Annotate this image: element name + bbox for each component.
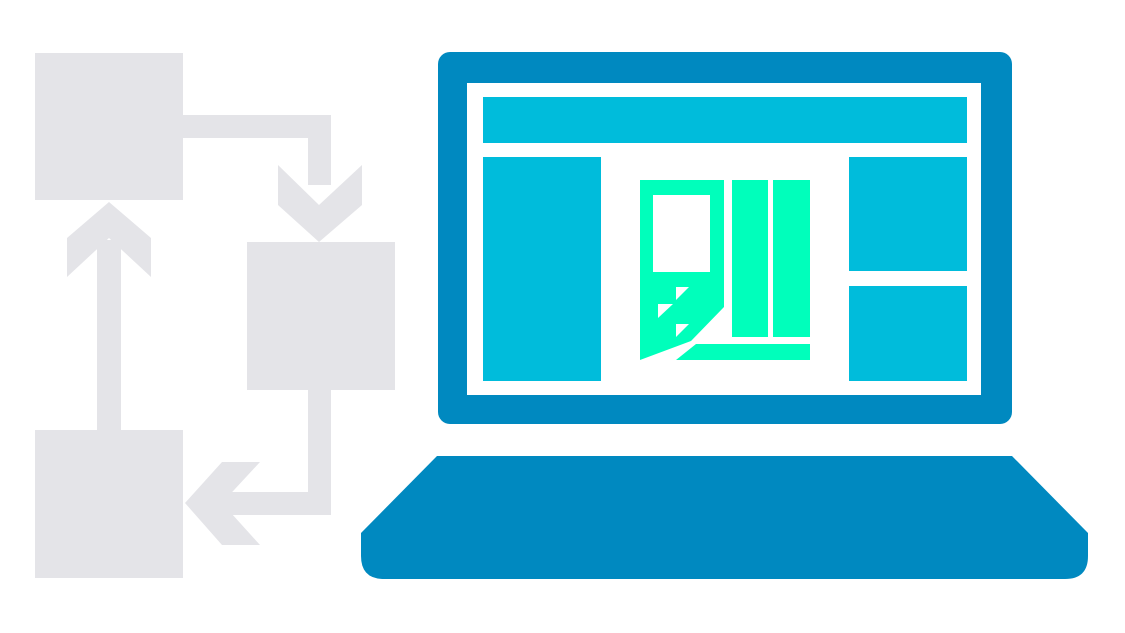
flowchart-connector-down [308,115,331,185]
flowchart-connector-top [183,115,331,138]
cabinet-pattern-c [676,324,689,337]
screen-header-bar [483,97,967,143]
cabinet-base [676,344,810,360]
laptop-icon [361,52,1088,579]
arrow-up-icon [67,202,151,277]
cabinet-drawing-icon [640,180,810,360]
flowchart-icon [35,53,395,578]
laptop-base [361,456,1088,579]
cabinet-window [653,195,710,272]
arrow-left-icon [185,462,260,545]
screen-right-panel-top [849,157,967,271]
cabinet-pattern-a [676,287,689,300]
cabinet-pattern-b [658,304,673,318]
flowchart-connector-bottom [222,492,331,515]
screen-right-panel-bottom [849,286,967,381]
flowchart-box-middle [247,242,395,390]
flowchart-box-top [35,53,183,200]
cabinet-panel-middle [732,180,768,337]
flowchart-connector-up [97,240,121,430]
screen-left-panel [483,157,601,381]
flowchart-connector-vertical [308,390,331,515]
cabinet-panel-right [773,180,810,337]
flowchart-box-bottom [35,430,183,578]
arrow-down-icon [278,165,362,242]
